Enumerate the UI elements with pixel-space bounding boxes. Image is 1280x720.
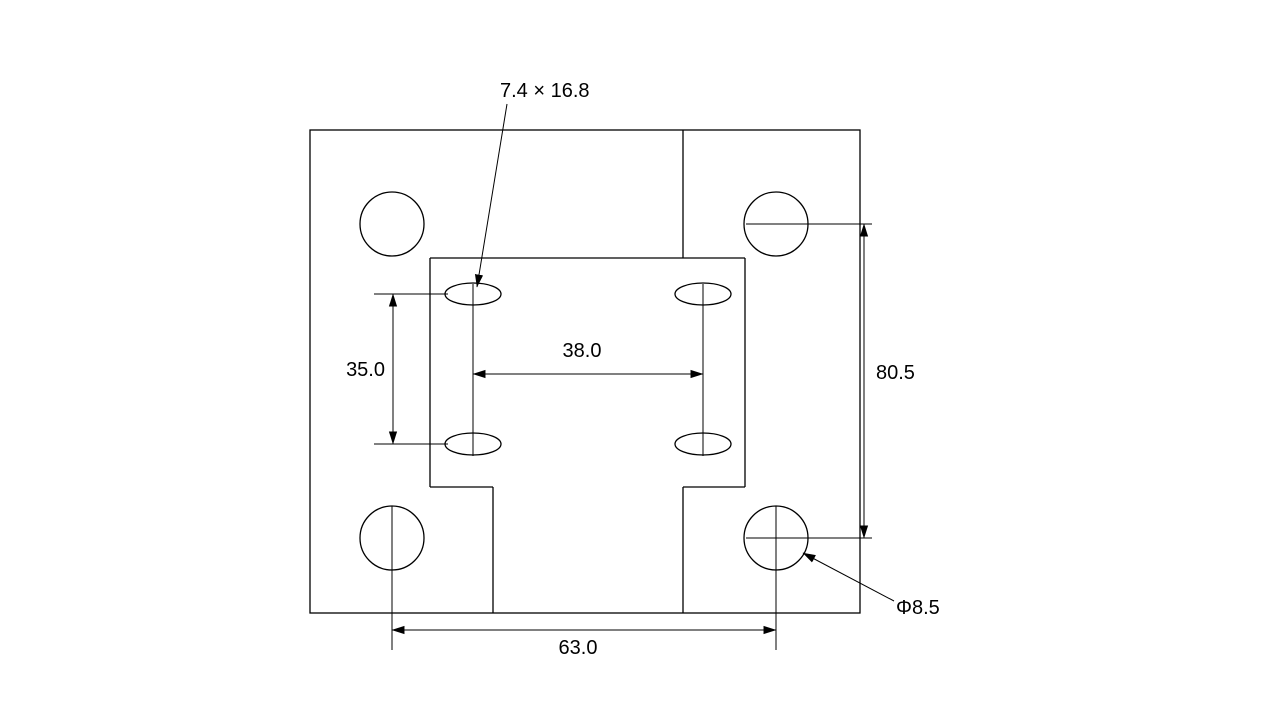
dim-label-hole-span-horizontal: 63.0 (559, 637, 598, 659)
dim-slot-span-vertical: 35.0 (346, 293, 448, 445)
dim-label-hole-span-vertical: 80.5 (876, 362, 915, 384)
dim-label-slot-span-horizontal: 38.0 (563, 340, 602, 362)
dim-label-slot-span-vertical: 35.0 (346, 359, 385, 381)
callout-slot-size: 7.4 × 16.8 (474, 80, 590, 288)
corner-holes (359, 191, 809, 571)
dim-hole-span-horizontal: 63.0 (391, 506, 777, 659)
dim-slot-span-horizontal: 38.0 (472, 284, 704, 456)
callout-label-hole-diameter: Φ8.5 (896, 597, 940, 619)
slots (444, 282, 732, 456)
callout-label-slot-size: 7.4 × 16.8 (500, 80, 590, 102)
dim-hole-span-vertical: 80.5 (746, 223, 915, 539)
callout-hole-diameter: Φ8.5 (802, 552, 940, 619)
leader-line (802, 552, 895, 602)
corner-hole-top-left (359, 191, 425, 257)
leader-line (474, 103, 508, 288)
